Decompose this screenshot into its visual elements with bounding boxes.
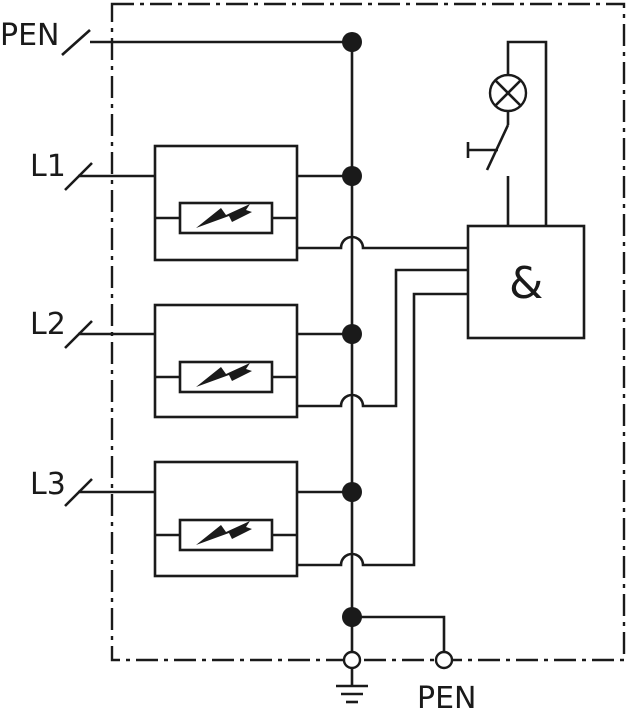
label-l1: L1: [30, 149, 66, 184]
junction-dot-l2: [342, 324, 362, 344]
signal-wire-1: [297, 235, 468, 250]
surge-arrester-icon: [155, 518, 297, 552]
and-logic-block: [466, 224, 586, 340]
pen-input-slash: [61, 29, 91, 56]
indicator-wire-right: [506, 40, 548, 226]
label-pen-bottom: PEN: [417, 681, 477, 716]
signal-wire-2: [297, 268, 468, 408]
label-l3: L3: [30, 467, 66, 502]
terminal-pen[interactable]: [434, 650, 454, 670]
contact-switch-icon: [466, 124, 510, 171]
junction-dot-l1: [342, 166, 362, 186]
junction-dot-pen: [342, 32, 362, 52]
surge-arrester-icon: [155, 360, 297, 394]
label-l2: L2: [30, 307, 66, 342]
junction-dot-l3: [342, 482, 362, 502]
ground-icon: [336, 668, 368, 704]
and-gate-symbol: &: [509, 258, 543, 309]
indicator-lamp-icon: [488, 73, 528, 113]
signal-wire-3: [297, 292, 468, 567]
pen-bottom-link: [352, 615, 446, 652]
terminal-ground[interactable]: [342, 650, 362, 670]
surge-arrester-icon: [155, 201, 297, 235]
label-pen-top: PEN: [0, 18, 60, 53]
enclosure-border: [110, 2, 626, 662]
